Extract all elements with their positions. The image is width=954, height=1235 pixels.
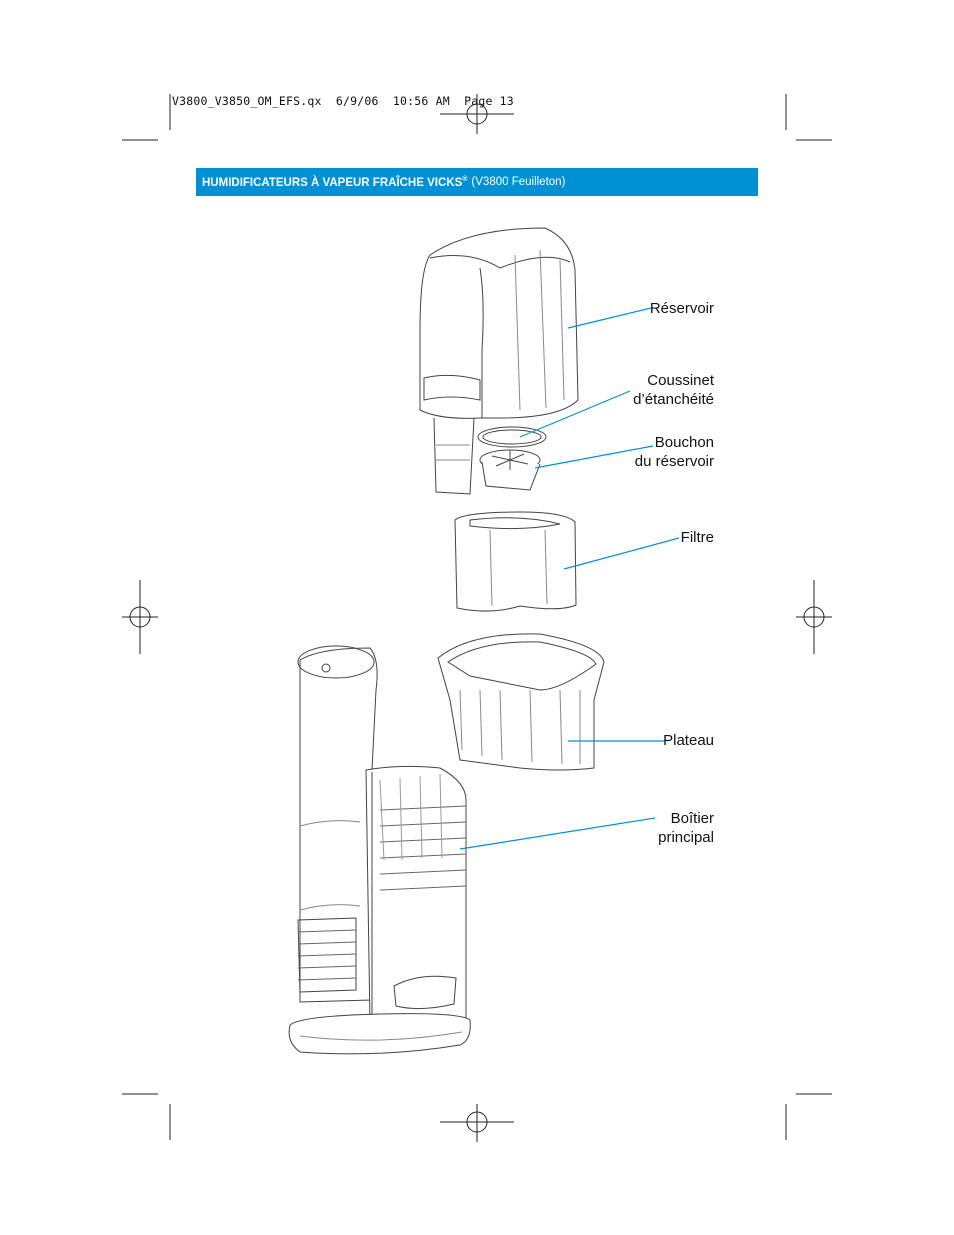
- crop-marks: [122, 94, 832, 1142]
- header-banner: HUMIDIFICATEURS À VAPEUR FRAÎCHE VICKS® …: [196, 168, 758, 196]
- filter-drawing: [454, 511, 577, 612]
- tray-drawing: [437, 633, 605, 771]
- humidifier-drawing: [288, 227, 605, 1055]
- main-housing-drawing: [288, 645, 471, 1055]
- label-gasket: Coussinet d’étanchéité: [633, 372, 714, 408]
- leader-filter: [563, 537, 680, 570]
- label-reservoir: Réservoir: [649, 300, 714, 317]
- label-filter: Filtre: [680, 529, 714, 546]
- tank-drawing: [419, 227, 579, 495]
- header-title: HUMIDIFICATEURS À VAPEUR FRAÎCHE VICKS®: [202, 175, 468, 189]
- label-tank-cap: Bouchon du réservoir: [634, 434, 714, 470]
- leader-base: [459, 817, 656, 850]
- label-main-housing: Boîtier principal: [658, 810, 714, 846]
- leader-lines: [459, 307, 680, 850]
- print-slug: V3800_V3850_OM_EFS.qx 6/9/06 10:56 AM Pa…: [172, 94, 514, 108]
- header-subtitle: (V3800 Feuilleton): [471, 176, 566, 188]
- leader-reservoir: [567, 307, 652, 329]
- gasket-drawing: [477, 426, 547, 448]
- label-tray: Plateau: [663, 732, 714, 749]
- tank-cap-drawing: [479, 449, 541, 491]
- leader-gasket: [519, 390, 631, 438]
- leader-cap: [534, 445, 654, 469]
